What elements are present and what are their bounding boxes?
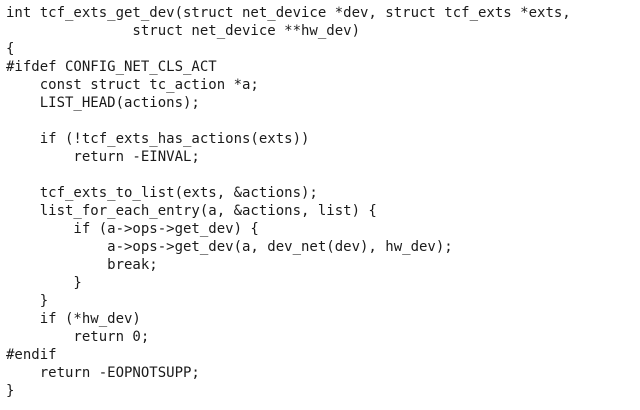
code-line: } <box>6 275 82 291</box>
code-line: list_for_each_entry(a, &actions, list) { <box>6 203 377 219</box>
code-line: if (*hw_dev) <box>6 311 141 327</box>
code-line: return -EOPNOTSUPP; <box>6 365 200 381</box>
code-line <box>6 166 634 184</box>
code-line: LIST_HEAD(actions); <box>6 95 200 111</box>
code-line: tcf_exts_to_list(exts, &actions); <box>6 185 318 201</box>
code-line: #ifdef CONFIG_NET_CLS_ACT <box>6 59 217 75</box>
code-line: } <box>6 383 15 399</box>
code-line: #endif <box>6 347 57 363</box>
code-line: { <box>6 41 15 57</box>
code-line <box>6 112 634 130</box>
code-line: } <box>6 293 49 309</box>
code-line: int tcf_exts_get_dev(struct net_device *… <box>6 5 571 21</box>
code-line: a->ops->get_dev(a, dev_net(dev), hw_dev)… <box>6 239 453 255</box>
code-line: return 0; <box>6 329 150 345</box>
code-line: const struct tc_action *a; <box>6 77 259 93</box>
code-line: break; <box>6 257 158 273</box>
code-line: if (!tcf_exts_has_actions(exts)) <box>6 131 310 147</box>
code-line: if (a->ops->get_dev) { <box>6 221 259 237</box>
code-listing: int tcf_exts_get_dev(struct net_device *… <box>6 4 634 404</box>
code-line: struct net_device **hw_dev) <box>6 23 361 39</box>
code-line: return -EINVAL; <box>6 149 200 165</box>
